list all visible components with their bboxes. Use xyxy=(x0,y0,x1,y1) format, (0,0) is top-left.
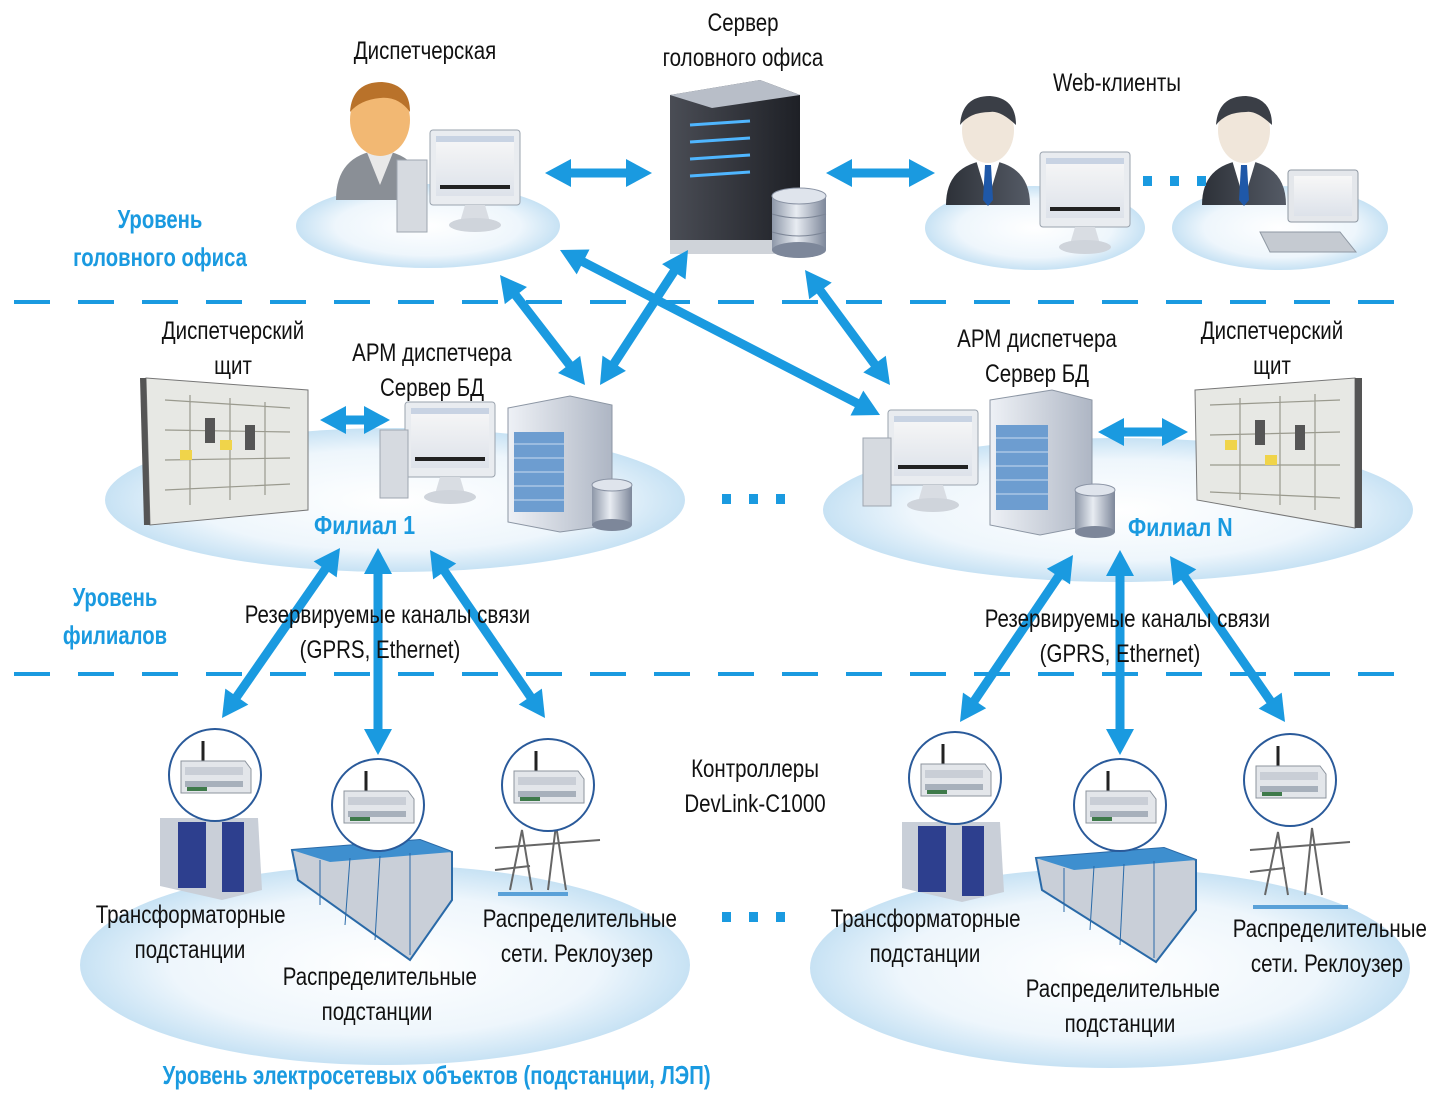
arrow-dispatch-branchn-icon xyxy=(560,249,880,416)
label-line: Уровень xyxy=(117,204,203,234)
level-grid-objects-label: Уровень электросетевых объектов (подстан… xyxy=(162,1060,711,1090)
controller-icon xyxy=(907,730,1003,826)
label-line: Резервируемые каналы связи xyxy=(244,601,531,629)
label-line: Сервер БД xyxy=(984,360,1090,388)
arrow-ch1-left-icon xyxy=(222,548,340,718)
label-line: Трансформаторные xyxy=(830,905,1021,933)
label-line: подстанции xyxy=(1064,1010,1176,1038)
arrow-dispatch-branch1-icon xyxy=(500,275,585,385)
label-line: Сервер xyxy=(707,9,779,37)
arrow-chn-right-icon xyxy=(1170,556,1285,722)
recloser-n-label: Распределительные сети. Реклоузер xyxy=(1232,912,1427,982)
branch-1-pc-tower-icon xyxy=(379,429,409,499)
arrow-panel-workstation-1-icon xyxy=(320,406,390,434)
branch-n-workstation-label: АРМ диспетчера Сервер БД xyxy=(947,322,1127,392)
label-line: Сервер БД xyxy=(379,374,485,402)
branch-1-database-icon xyxy=(591,478,633,531)
label-line: АРМ диспетчера xyxy=(352,339,512,367)
controller-icon xyxy=(330,757,426,853)
web-clients-label: Web-клиенты xyxy=(1052,69,1182,97)
branch-n-server-icon xyxy=(989,389,1093,536)
dispatch-room-label: Диспетчерская xyxy=(353,37,497,65)
level-branches-label: Уровень филиалов xyxy=(53,578,178,654)
controller-icon xyxy=(500,737,596,833)
more-web-clients-ellipsis xyxy=(1143,176,1206,186)
arrow-chn-left-icon xyxy=(960,555,1073,722)
label-line: Резервируемые каналы связи xyxy=(984,605,1271,633)
level-head-office-label: Уровень головного офиса xyxy=(66,200,253,276)
distribution-substation-n-icon xyxy=(1034,846,1197,964)
web-client-laptop-icon xyxy=(1259,169,1359,253)
controller-icon xyxy=(1072,757,1168,853)
arrow-ch1-mid-icon xyxy=(364,548,392,755)
arrow-chn-mid-icon xyxy=(1106,550,1134,755)
web-client-person-1-icon xyxy=(946,96,1030,206)
branch-1-panel-label: Диспетчерский щит xyxy=(151,314,315,384)
label-line: Диспетчерский xyxy=(1200,317,1344,345)
label-line: DevLink-C1000 xyxy=(684,790,826,818)
distribution-substations-n-label: Распределительные подстанции xyxy=(1025,972,1220,1042)
recloser-pylon-n-icon xyxy=(1249,827,1351,909)
label-line: щит xyxy=(1253,352,1291,380)
controller-icon xyxy=(167,727,263,823)
label-line: (GPRS, Ethernet) xyxy=(1039,640,1201,668)
more-branches-ellipsis xyxy=(722,494,785,504)
head-office-server-icon xyxy=(670,80,800,254)
label-line: Распределительные xyxy=(282,963,477,991)
head-office-database-icon xyxy=(771,187,827,258)
arrow-server-branchn-icon xyxy=(805,270,890,385)
label-line: сети. Реклоузер xyxy=(500,940,654,968)
label-line: подстанции xyxy=(869,940,981,968)
label-line: Уровень xyxy=(72,582,158,612)
dispatcher-pc-tower-icon xyxy=(396,159,428,233)
transformer-substations-1-label: Трансформаторные подстанции xyxy=(95,898,286,968)
label-line: Диспетчерский xyxy=(161,317,305,345)
transformer-substation-n-icon xyxy=(902,822,1004,902)
recloser-1-label: Распределительные сети. Реклоузер xyxy=(482,902,677,972)
label-line: Распределительные xyxy=(1025,975,1220,1003)
connection-arrows xyxy=(222,159,1285,755)
arrow-server-webclients-icon xyxy=(826,159,935,187)
arrow-ch1-right-icon xyxy=(430,550,545,718)
label-line: сети. Реклоузер xyxy=(1250,950,1404,978)
arrow-dispatch-server-icon xyxy=(545,159,652,187)
label-line: головного офиса xyxy=(73,242,247,272)
branch-1-server-icon xyxy=(507,395,613,533)
label-line: (GPRS, Ethernet) xyxy=(299,636,461,664)
label-line: Распределительные xyxy=(1232,915,1427,943)
platform-objects-n xyxy=(810,868,1410,1068)
transformer-substations-n-label: Трансформаторные подстанции xyxy=(830,902,1021,972)
label-line: головного офиса xyxy=(662,44,824,72)
label-line: Распределительные xyxy=(482,905,677,933)
label-line: подстанции xyxy=(134,936,246,964)
arrow-workstation-panel-n-icon xyxy=(1098,418,1188,446)
label-line: Трансформаторные xyxy=(95,901,286,929)
more-objects-ellipsis xyxy=(722,912,785,922)
head-office-server-label: Сервер головного офиса xyxy=(653,6,833,76)
branch-1-name: Филиал 1 xyxy=(314,510,416,540)
label-line: филиалов xyxy=(62,620,168,650)
branch-n-database-icon xyxy=(1074,483,1116,538)
platform-objects-1 xyxy=(80,865,690,1065)
branch-n-channels-label: Резервируемые каналы связи (GPRS, Ethern… xyxy=(984,602,1271,672)
branch-n-name: Филиал N xyxy=(1128,512,1233,542)
controller-icon xyxy=(1242,732,1338,828)
label-line: АРМ диспетчера xyxy=(957,325,1117,353)
transformer-substation-1-icon xyxy=(160,818,262,900)
distribution-substations-1-label: Распределительные подстанции xyxy=(282,960,477,1030)
label-line: подстанции xyxy=(321,998,433,1026)
branch-1-channels-label: Резервируемые каналы связи (GPRS, Ethern… xyxy=(244,598,531,668)
web-client-person-2-icon xyxy=(1202,96,1286,206)
branch-1-workstation-label: АРМ диспетчера Сервер БД xyxy=(342,336,522,406)
controllers-label: Контроллеры DevLink-C1000 xyxy=(669,752,841,822)
branch-n-pc-tower-icon xyxy=(862,437,892,507)
label-line: Контроллеры xyxy=(691,755,819,783)
label-line: щит xyxy=(214,352,252,380)
branch-n-panel-label: Диспетчерский щит xyxy=(1190,314,1354,384)
arrow-server-branch1-icon xyxy=(600,250,688,385)
branch-1-dispatch-panel-icon xyxy=(140,377,309,526)
branch-n-dispatch-panel-icon xyxy=(1194,377,1362,529)
